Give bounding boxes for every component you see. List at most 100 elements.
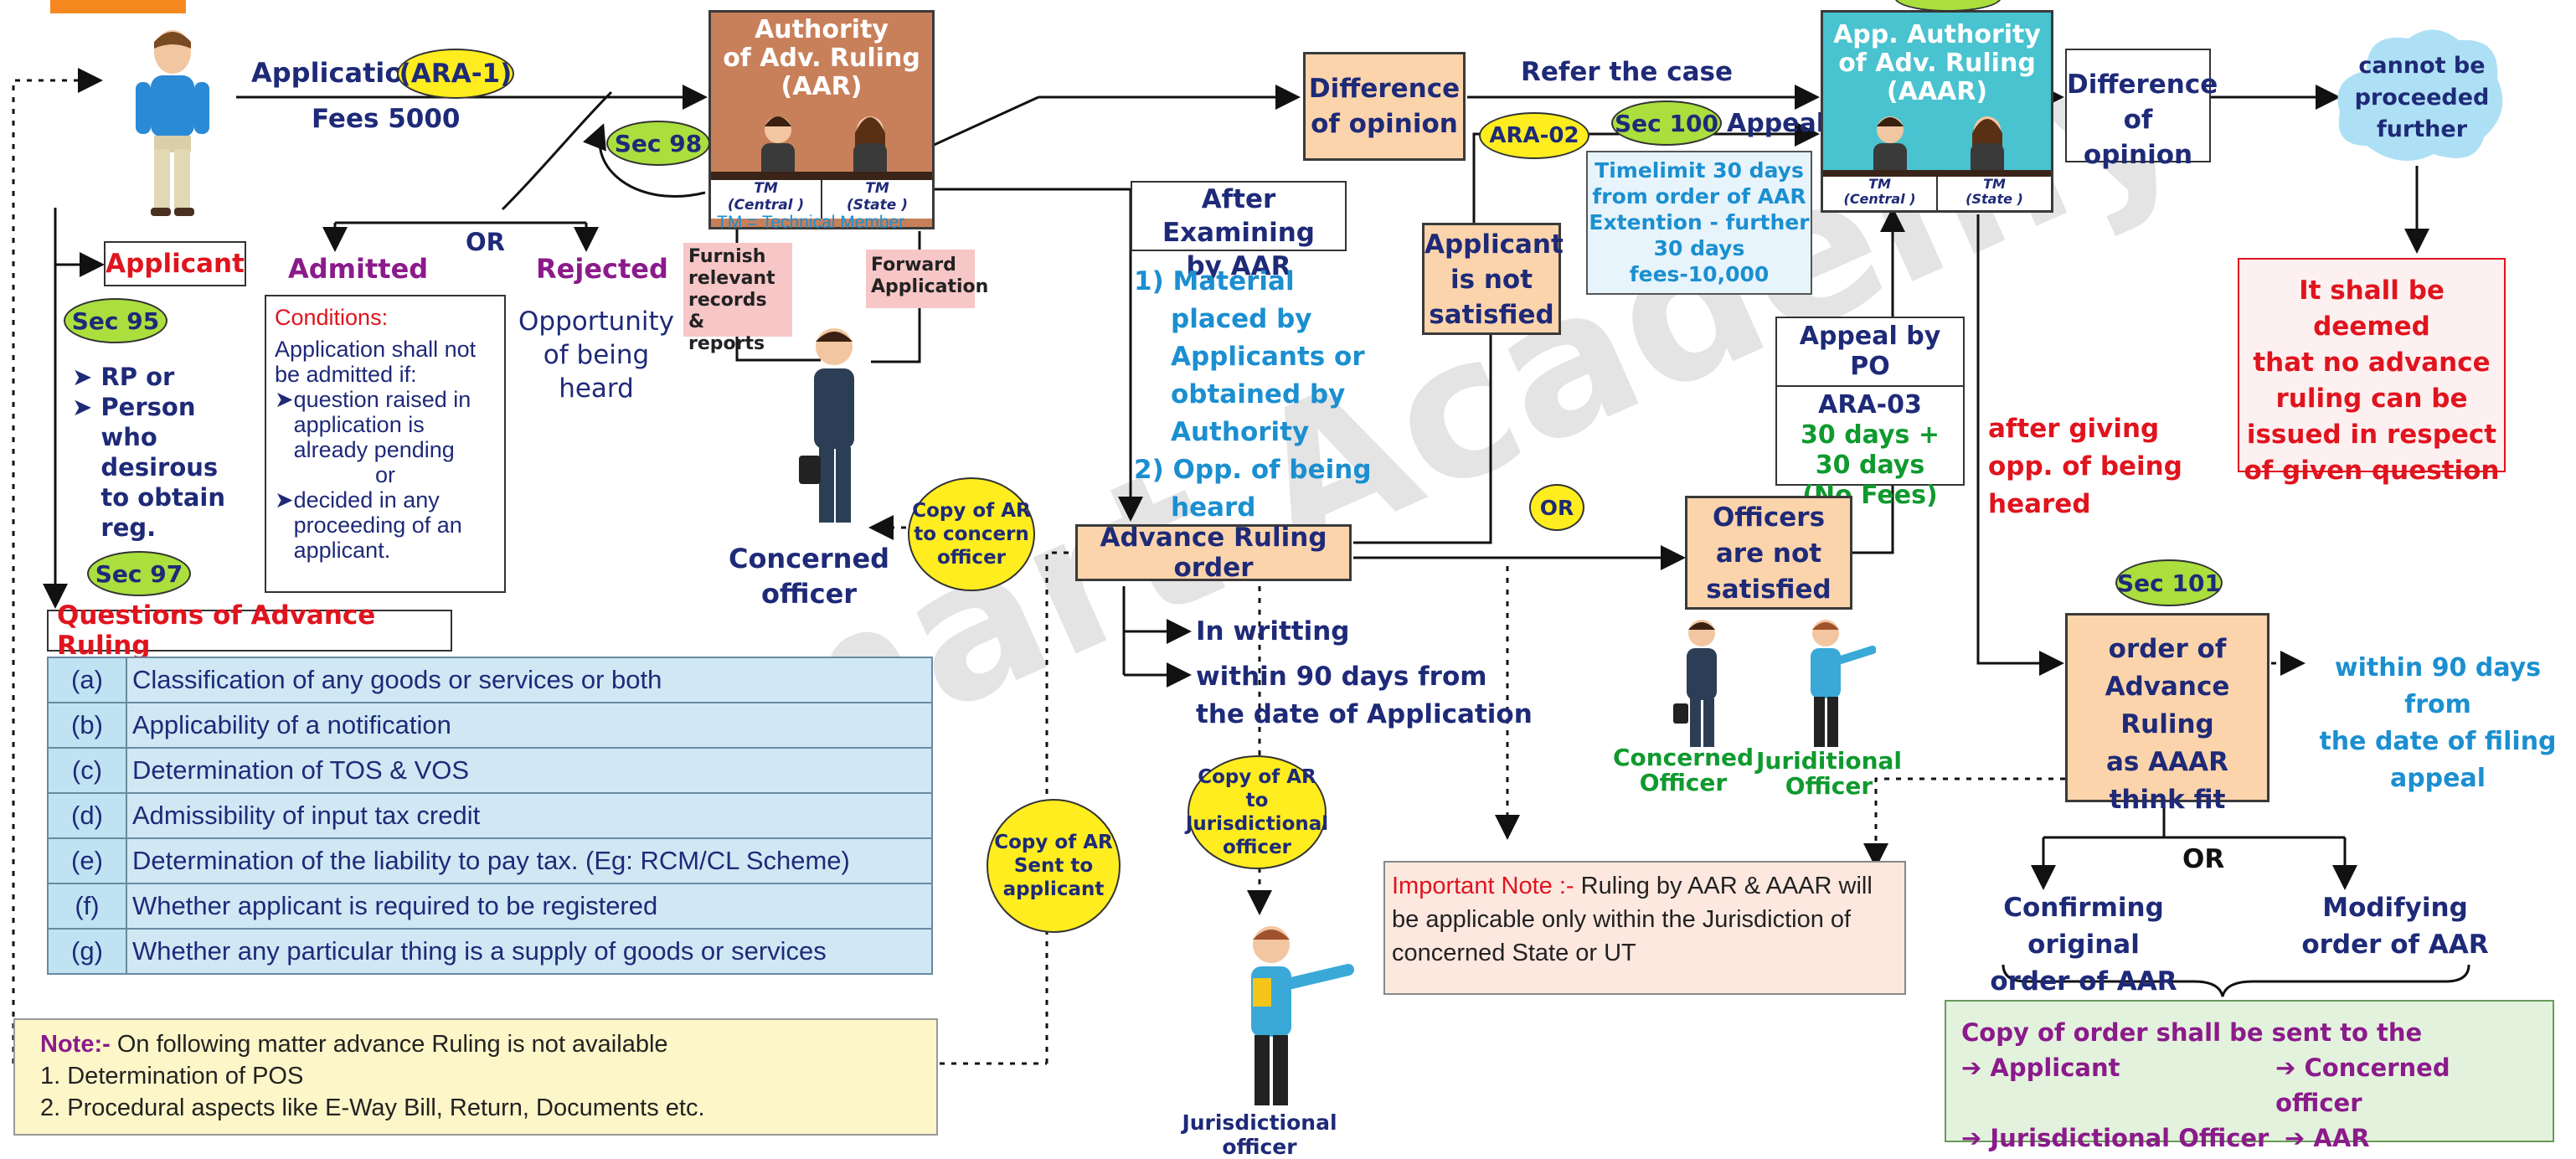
sec95-badge: Sec 95 [64, 298, 167, 343]
important-label: Important Note :- [1392, 873, 1574, 899]
copy-order-item: ➔ Concerned officer [2275, 1053, 2450, 1117]
aar-desk [711, 172, 932, 180]
appeal-label: Appeal [1727, 109, 1826, 138]
copy-order-title: Copy of order shall be sent to the [1961, 1018, 2423, 1047]
or-label-top: OR [466, 228, 505, 256]
questions-title: Questions of Advance Ruling [57, 600, 376, 661]
jurisdictional-officer-icon [1251, 926, 1354, 1105]
fees-label: Fees 5000 [312, 104, 461, 134]
advance-ruling-order-box: Advance Ruling order [1075, 523, 1352, 583]
aar-tm-labels: TM(Central ) TM(State ) [711, 180, 932, 219]
sec100-badge: Sec 100 [1611, 100, 1722, 146]
concerned-officer-icon [799, 328, 854, 523]
aaar-tm-labels: TM(Central ) TM(State ) [1823, 177, 2051, 210]
concerned-officer-icon-2 [1673, 620, 1717, 747]
copy-order-item: ➔ Jurisdictional Officer [1961, 1124, 2269, 1152]
or-badge-mid: OR [1529, 484, 1584, 531]
or-label-right: OR [2182, 844, 2225, 874]
eligibility-list: ➤ RP or ➤ Person who desirous to obtain … [72, 362, 248, 543]
question-row: (a)Classification of any goods or servic… [47, 657, 933, 703]
question-key: (c) [47, 747, 127, 794]
questions-title-box: Questions of Advance Ruling [47, 600, 452, 661]
tm-note: TM = Technical Member [717, 213, 905, 232]
question-text: Determination of TOS & VOS [126, 747, 933, 794]
question-text: Whether applicant is required to be regi… [126, 883, 933, 930]
question-text: Determination of the liability to pay ta… [126, 837, 933, 884]
aaar-desk [1823, 170, 2051, 177]
in-writing-text: In writting [1196, 616, 1350, 646]
question-key: (d) [47, 792, 127, 839]
conditions-intro: Application shall not be admitted if: [275, 337, 477, 387]
note-box: Note:- On following matter advance Rulin… [13, 1018, 938, 1136]
note-text: On following matter advance Ruling is no… [116, 1031, 668, 1058]
conditions-box: Conditions: Application shall not be adm… [265, 295, 506, 593]
ara1-badge: (ARA-1) [397, 49, 514, 99]
rejected-label: Rejected [536, 253, 668, 285]
note-item: 2. Procedural aspects like E-Way Bill, R… [40, 1095, 705, 1121]
sec98-badge: Sec 98 [606, 121, 710, 166]
note-item: 1. Determination of POS [40, 1063, 304, 1089]
eligibility-item: ➤ RP or [72, 363, 175, 391]
copy-order-item: ➔ AAR [2285, 1124, 2370, 1152]
aar-box: Authority of Adv. Ruling (AAR) TM(Centra… [708, 10, 935, 229]
corner-tab [50, 0, 186, 13]
questions-table: (a)Classification of any goods or servic… [47, 657, 933, 975]
question-key: (e) [47, 837, 127, 884]
question-row: (b)Applicability of a notification [47, 702, 933, 749]
ara02-badge: ARA-02 [1479, 112, 1589, 159]
sec97-badge: Sec 97 [87, 551, 191, 596]
question-key: (f) [47, 883, 127, 930]
eligibility-item: ➤ Person who desirous to obtain reg. [72, 393, 225, 542]
condition-item: ➤decided in any proceeding of an applica… [275, 487, 462, 563]
cloud-shape [2337, 29, 2503, 162]
conditions-title: Conditions: [275, 305, 389, 330]
applicant-label: Applicant [106, 249, 245, 279]
question-key: (a) [47, 657, 127, 703]
important-text: Ruling by AAR & AAAR will be applicable … [1392, 873, 1873, 966]
applicant-box: Applicant [104, 241, 246, 286]
sec101-badge: Sec 101 [2115, 559, 2223, 606]
juriditional-officer-icon-2 [1811, 620, 1876, 747]
condition-item: ➤question raised in application is alrea… [275, 387, 471, 462]
question-row: (e)Determination of the liability to pay… [47, 837, 933, 884]
question-text: Whether any particular thing is a supply… [126, 928, 933, 975]
copy-order-box: Copy of order shall be sent to the ➔ App… [1945, 1000, 2554, 1152]
admitted-label: Admitted [288, 253, 429, 285]
question-row: (g)Whether any particular thing is a sup… [47, 928, 933, 975]
question-row: (c)Determination of TOS & VOS [47, 747, 933, 794]
question-text: Admissibility of input tax credit [126, 792, 933, 839]
important-note-box: Important Note :- Ruling by AAR & AAAR w… [1383, 861, 1906, 995]
question-row: (f)Whether applicant is required to be r… [47, 883, 933, 930]
question-text: Applicability of a notification [126, 702, 933, 749]
question-text: Classification of any goods or services … [126, 657, 933, 703]
application-label: Application [251, 57, 423, 89]
material-list: 1) Material placed by Applicants or obta… [1134, 266, 1372, 523]
conditions-or: or [374, 462, 395, 487]
question-key: (g) [47, 928, 127, 975]
